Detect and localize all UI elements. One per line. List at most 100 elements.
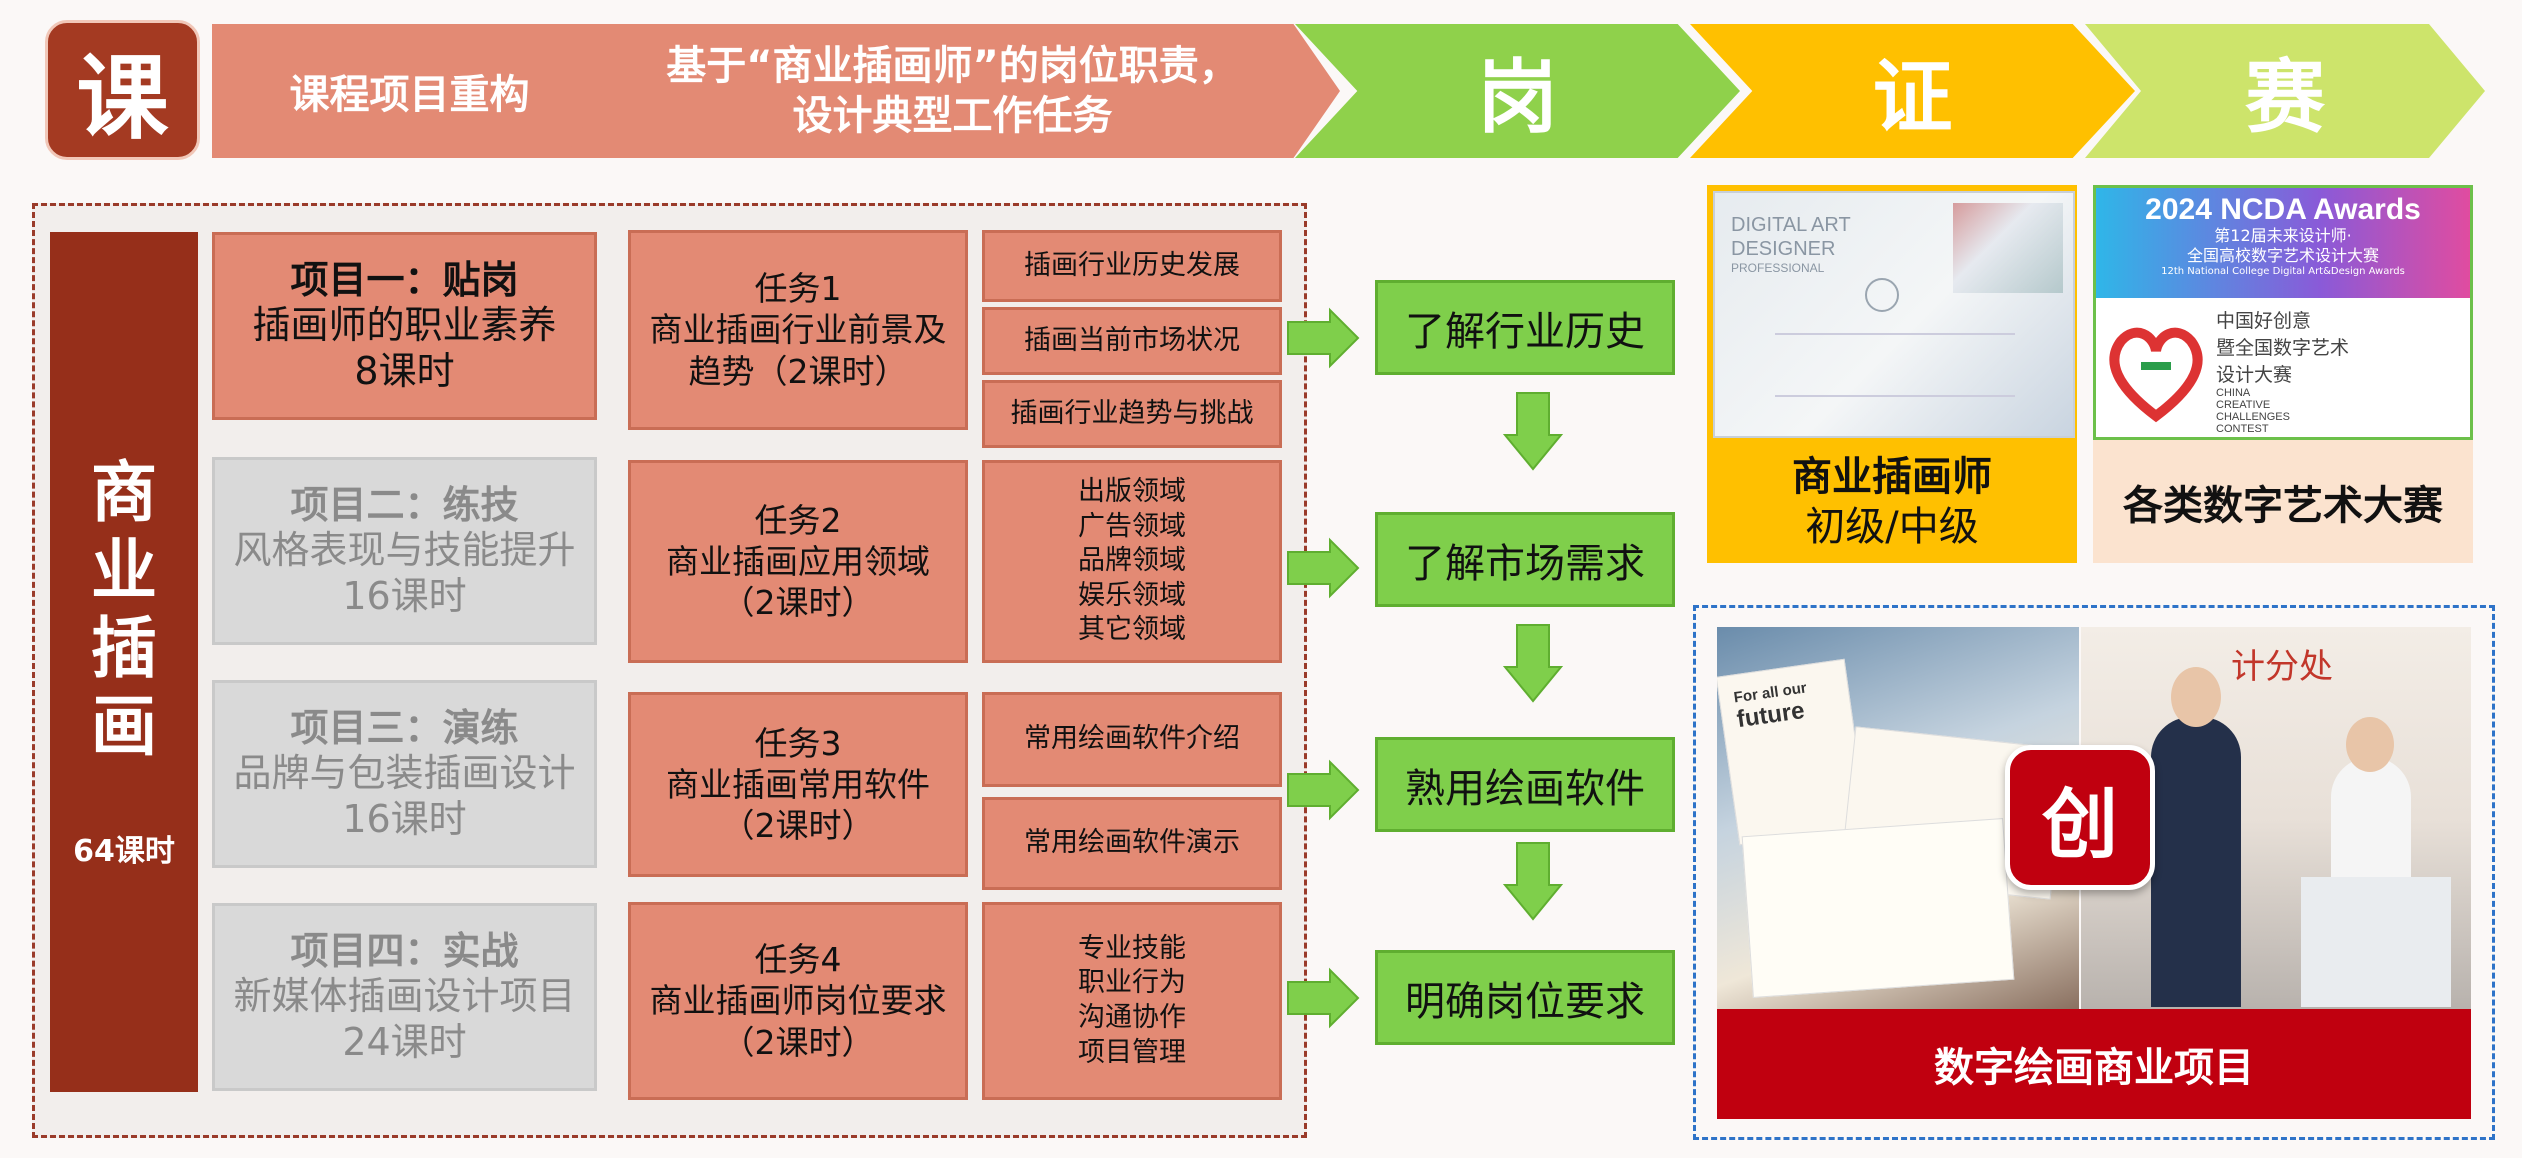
task-title: 任务2 [754,500,842,540]
subtopic-label: 职业行为 [1078,967,1186,999]
step-course-restructure-label: 课程项目重构 [289,72,530,118]
project-desc: 新媒体插画设计项目 [233,974,576,1019]
arrow-right-icon [1287,309,1359,367]
subtopic-label: 出版领域 [1078,476,1186,508]
subtopic-label: 常用绘画软件介绍 [1024,723,1240,755]
logo-heart-icon [2109,327,2203,422]
task-hours: （2课时） [721,806,875,846]
project-card-4[interactable]: 项目四：实战 新媒体插画设计项目 24课时 [212,903,597,1091]
flow-step-4[interactable]: 明确岗位要求 [1375,950,1675,1045]
course-title-char: 商 [91,454,157,532]
certificate-label: 商业插画师 初级/中级 [1707,440,2077,563]
project-desc: 风格表现与技能提升 [233,528,576,573]
arrow-right-icon [1287,761,1359,819]
task-desc: 商业插画应用领域 [666,541,930,581]
ncda-sub: 全国高校数字艺术设计大赛 [2186,245,2379,265]
subtopic-label: 品牌领域 [1078,545,1186,577]
ncda-sub: 12th National College Digital Art&Design… [2161,265,2405,277]
flow-step-3[interactable]: 熟用绘画软件 [1375,737,1675,832]
flow-step-label: 了解市场需求 [1405,540,1645,587]
ccc-line: 暨全国数字艺术 [2216,337,2350,359]
project-desc: 插画师的职业素养 [252,303,557,348]
step-gang-label: 岗 [1477,51,1558,144]
project-panel [1693,605,2495,1140]
task-card-3[interactable]: 任务3 商业插画常用软件 （2课时） [628,692,968,877]
course-title-char: 画 [91,687,157,765]
task-card-1[interactable]: 任务1 商业插画行业前景及 趋势（2课时） [628,230,968,430]
task-card-4[interactable]: 任务4 商业插画师岗位要求 （2课时） [628,902,968,1100]
ncda-sub: 第12届未来设计师· [2214,225,2352,245]
subtopic-box[interactable]: 插画当前市场状况 [982,307,1282,375]
subtopic-label: 广告领域 [1078,510,1186,542]
subtopic-label: 专业技能 [1078,932,1186,964]
subtopic-box[interactable]: 插画行业历史发展 [982,230,1282,302]
contest-label-text: 各类数字艺术大赛 [2123,482,2443,529]
arrow-right-icon [1287,969,1359,1027]
flow-step-label: 明确岗位要求 [1405,978,1645,1025]
subtopic-label: 插画行业趋势与挑战 [1010,397,1254,429]
project-card-2[interactable]: 项目二：练技 风格表现与技能提升 16课时 [212,457,597,645]
project-title: 项目二：练技 [290,482,519,527]
ncda-title: 2024 NCDA Awards [2145,193,2421,226]
task-title: 任务3 [754,723,842,763]
project-card-3[interactable]: 项目三：演练 品牌与包装插画设计 16课时 [212,680,597,868]
subtopic-box[interactable]: 常用绘画软件介绍 [982,692,1282,787]
arrow-down-icon [1504,392,1562,470]
task-title: 任务4 [754,940,842,980]
course-badge-label: 课 [76,44,169,152]
subtopic-box[interactable]: 插画行业趋势与挑战 [982,380,1282,448]
course-title-char: 插 [91,610,157,687]
project-photo-right: 计分处 [2081,627,2471,1009]
photo-text: 计分处 [2231,647,2333,687]
arrow-right-icon [1287,539,1359,597]
subtopic-label: 沟通协作 [1078,1002,1186,1033]
contest-poster: 2024 NCDA Awards 第12届未来设计师· 全国高校数字艺术设计大赛… [2093,185,2473,440]
ncda-banner: 2024 NCDA Awards 第12届未来设计师· 全国高校数字艺术设计大赛… [2096,188,2470,298]
certificate-label-line1: 商业插画师 [1792,453,1992,500]
cert-text: DESIGNER [1731,238,1836,260]
task-desc: 商业插画师岗位要求 [649,981,947,1021]
ccc-line: CHALLENGES [2216,411,2290,423]
course-title-bar: 商 业 插 画 64课时 [50,232,198,1092]
ccc-line: CHINA [2216,387,2251,399]
step-zheng: 证 [1690,24,2135,158]
course-total-hours: 64课时 [73,833,175,869]
cert-seal-icon [1865,278,1899,312]
innovation-badge-label: 创 [2042,779,2118,869]
project-label: 数字绘画商业项目 [1717,1009,2471,1119]
cert-lines [1775,333,2015,397]
subtopic-label: 插画当前市场状况 [1024,324,1240,356]
flow-step-label: 熟用绘画软件 [1405,765,1645,812]
step-typical-tasks-line2: 设计典型工作任务 [792,93,1113,139]
certificate-photo: DIGITAL ART DESIGNER PROFESSIONAL [1707,185,2077,440]
certificate-label-line2: 初级/中级 [1805,503,1979,550]
flow-step-2[interactable]: 了解市场需求 [1375,512,1675,607]
subtopic-list-box[interactable]: 专业技能 职业行为 沟通协作 项目管理 [982,902,1282,1100]
subtopic-label: 插画行业历史发展 [1024,249,1240,281]
project-title: 项目四：实战 [290,928,519,973]
task-hours: 趋势（2课时） [688,351,908,391]
task-desc: 商业插画行业前景及 [649,310,947,350]
project-desc: 品牌与包装插画设计 [233,751,576,796]
task-hours: （2课时） [721,583,875,623]
project-title: 项目三：演练 [290,705,519,750]
task-title: 任务1 [754,269,842,309]
task-card-2[interactable]: 任务2 商业插画应用领域 （2课时） [628,460,968,663]
project-card-1[interactable]: 项目一：贴岗 插画师的职业素养 8课时 [212,232,597,420]
subtopic-box[interactable]: 常用绘画软件演示 [982,797,1282,890]
course-title-vertical: 商 业 插 画 [91,454,157,766]
project-hours: 8课时 [354,348,455,393]
subtopic-list-box[interactable]: 出版领域 广告领域 品牌领域 娱乐领域 其它领域 [982,460,1282,663]
project-label-text: 数字绘画商业项目 [1934,1045,2254,1091]
ccc-line: 设计大赛 [2216,364,2293,386]
step-gang: 岗 [1295,24,1740,158]
flow-step-1[interactable]: 了解行业历史 [1375,280,1675,375]
step-zheng-label: 证 [1872,51,1953,144]
cert-text: DIGITAL ART [1731,214,1851,236]
task-desc: 商业插画常用软件 [666,764,930,804]
innovation-badge: 创 [2005,745,2155,890]
project-hours: 16课时 [342,796,467,841]
project-title: 项目一：贴岗 [290,257,519,302]
project-hours: 16课时 [342,573,467,618]
ccc-line: CREATIVE [2216,399,2271,411]
